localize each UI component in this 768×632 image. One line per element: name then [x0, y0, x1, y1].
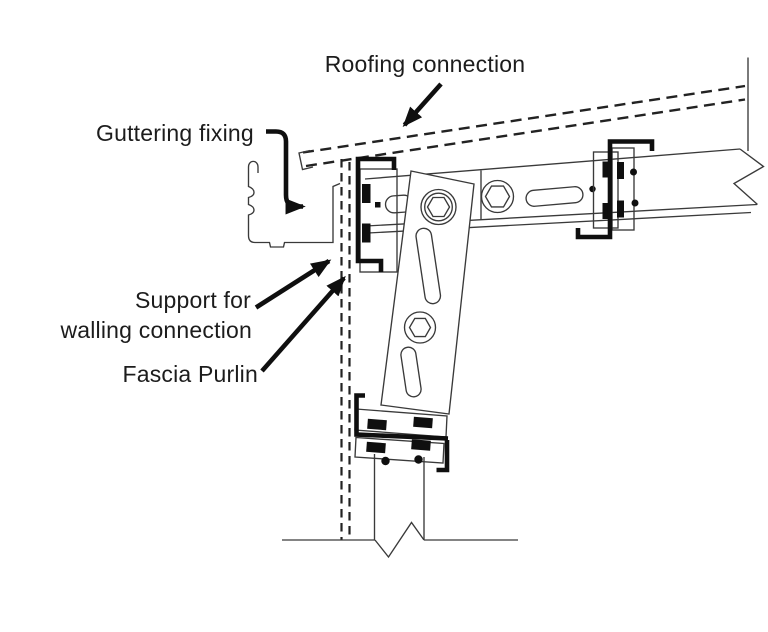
brace-bolt-top-outer: [420, 188, 457, 226]
brace-slot-lower: [400, 346, 422, 398]
support-walling-arrow: [254, 259, 332, 310]
wall-support-dashed-lines: [340, 159, 351, 540]
rafter-z-cleat: [575, 139, 655, 240]
gutter-outline: [247, 160, 341, 248]
label-roofing-connection: Roofing connection: [325, 51, 526, 77]
brace-bolt-lower-hex: [408, 317, 432, 338]
brace-bolt-lower-outer: [403, 311, 437, 344]
fascia-bolt-bar-bottom: [362, 223, 371, 243]
purlin-hex-bolt: [484, 185, 511, 208]
base-angle-cleat-left: [354, 393, 449, 441]
fascia-bolt-dot: [375, 202, 381, 208]
fascia-channel-section: [355, 156, 397, 272]
gutter-profile: [247, 160, 341, 248]
rafter-plate-left: [592, 151, 619, 229]
fascia-bolt-bar-top: [362, 184, 371, 203]
label-fascia-purlin: Fascia Purlin: [122, 361, 258, 387]
base-bolt-bar-4: [411, 439, 431, 451]
diagonal-brace: [380, 170, 475, 415]
rafter-bolt-dot-2: [631, 199, 639, 207]
rafter-cleat-connection: [575, 139, 655, 240]
rafter-bolt-bar-3: [602, 203, 609, 219]
brace-bolt-top-hex: [426, 196, 451, 218]
base-bolt-bar-1: [367, 418, 387, 431]
column-break-symbol: [374, 521, 425, 559]
rafter-bolt-bar-2: [617, 162, 624, 179]
roof-sheet-end-cap: [298, 149, 314, 171]
label-support-walling-line2: walling connection: [59, 317, 252, 343]
purlin-bolt-dot: [589, 185, 596, 193]
roofing-connection-arrow: [402, 82, 443, 128]
rafter-bolt-bar-4: [617, 200, 624, 218]
base-bolt-bar-2: [413, 416, 433, 429]
brace-plate-outline: [380, 170, 475, 415]
roof-sheeting: [298, 57, 749, 171]
purlin-hex-bolt-ring: [480, 179, 515, 214]
fascia-purlin-section: [355, 156, 398, 273]
rafter-plate-right: [611, 147, 635, 231]
brace-slot-upper: [415, 227, 442, 305]
base-angle-cleat-right: [436, 440, 450, 473]
guttering-fixing-arrow: [266, 129, 306, 215]
purlin-break-symbol: [732, 148, 765, 206]
base-bolt-dot-1: [381, 456, 390, 466]
purlin-slot-right: [525, 186, 584, 207]
fascia-purlin-arrow: [260, 275, 346, 373]
roof-sheet-bottom-line: [305, 98, 746, 168]
label-support-walling-line1: Support for: [135, 287, 251, 313]
base-bolt-bar-3: [366, 441, 386, 454]
annotations: Roofing connection Guttering fixing Supp…: [59, 51, 525, 387]
label-guttering-fixing: Guttering fixing: [96, 120, 254, 146]
roof-sheet-top-line: [302, 84, 746, 154]
rafter-bolt-dot-1: [630, 168, 637, 176]
base-bolt-dot-2: [414, 455, 423, 464]
rafter-bolt-bar-1: [602, 161, 609, 178]
brace-bolt-top-ring: [424, 192, 453, 222]
column-base-connection: [282, 393, 518, 559]
